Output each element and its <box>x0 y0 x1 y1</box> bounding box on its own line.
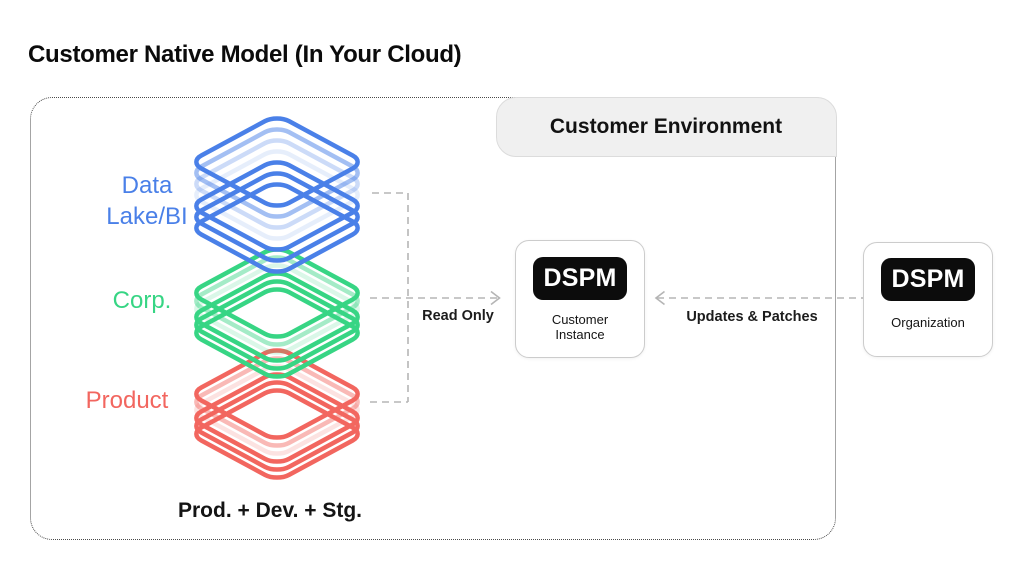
customer-instance-caption-line2: Instance <box>555 327 605 342</box>
page-title: Customer Native Model (In Your Cloud) <box>28 41 462 68</box>
data-lake-label: Data Lake/BI <box>106 170 187 232</box>
dspm-logo-badge: DSPM <box>533 257 627 300</box>
dspm-logo-badge: DSPM <box>881 258 975 301</box>
customer-environment-badge: Customer Environment <box>495 96 837 157</box>
dspm-organization-node: DSPM Organization <box>863 242 993 357</box>
corp-label: Corp. <box>112 287 172 314</box>
organization-caption: Organization <box>891 315 965 330</box>
updates-patches-label: Updates & Patches <box>686 309 818 325</box>
read-only-label: Read Only <box>422 308 494 324</box>
data-lake-label-line2: Lake/BI <box>106 203 188 230</box>
dspm-customer-instance-node: DSPM Customer Instance <box>515 240 645 358</box>
customer-environment-badge-label: Customer Environment <box>549 114 783 138</box>
customer-instance-caption: Customer Instance <box>552 312 608 342</box>
data-lake-label-line1: Data <box>121 172 173 199</box>
product-label: Product <box>85 387 169 414</box>
environments-footer-label: Prod. + Dev. + Stg. <box>178 499 362 522</box>
customer-environment-box: Customer Environment <box>30 96 837 540</box>
customer-instance-caption-line1: Customer <box>551 312 609 327</box>
